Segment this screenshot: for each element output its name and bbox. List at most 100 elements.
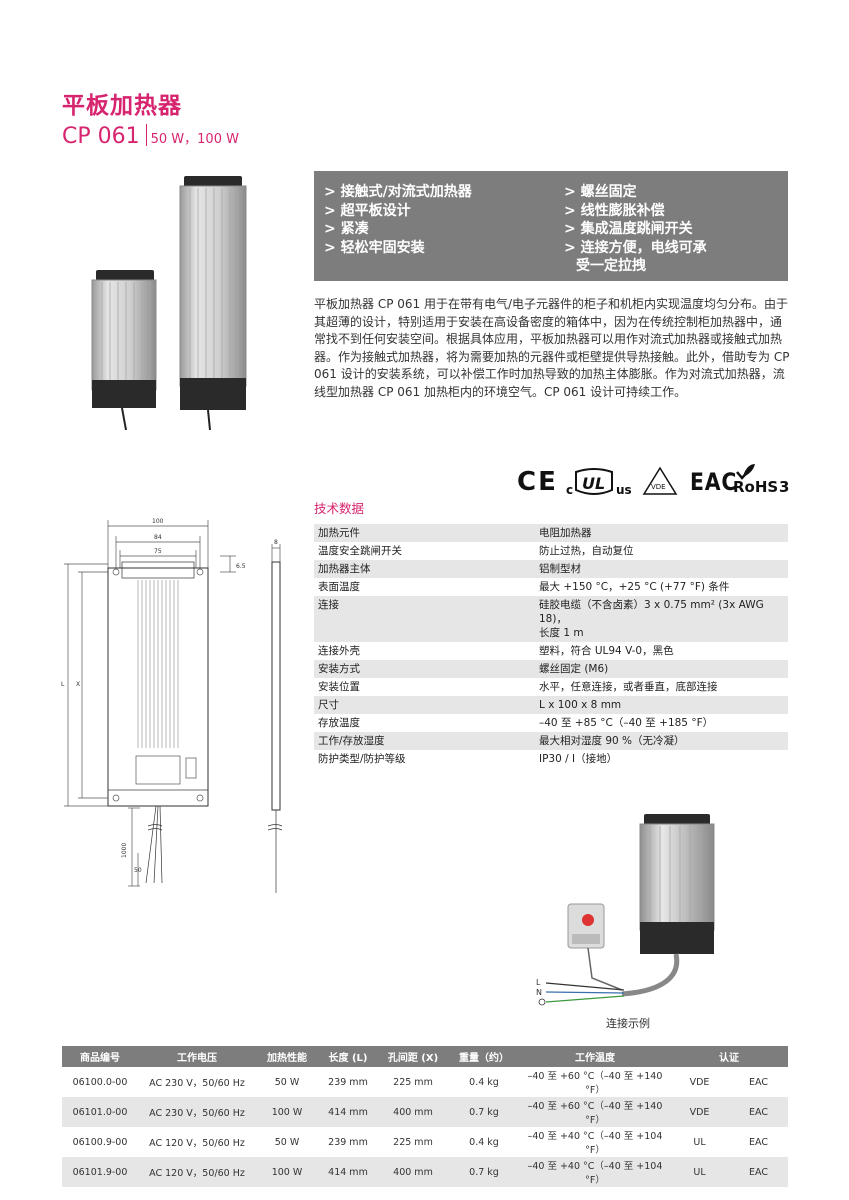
spec-key: 温度安全跳闸开关: [318, 545, 402, 557]
cell: AC 230 V，50/60 Hz: [149, 1108, 245, 1119]
feature-list-right: > 螺丝固定 > 线性膨胀补偿 > 集成温度跳闸开关 > 连接方便，电线可承 受…: [564, 183, 707, 276]
cell: EAC: [749, 1166, 768, 1178]
spec-value: 螺丝固定 (M6): [539, 663, 609, 675]
cell: 225 mm: [393, 1076, 433, 1088]
cell: UL: [693, 1136, 706, 1148]
spec-value-line: 硅胶电缆（不含卤素）3 x 0.75 mm² (3x AWG 18)，: [539, 599, 764, 625]
spec-key: 连接: [318, 599, 339, 611]
spec-key: 加热器主体: [318, 563, 371, 575]
cell: 50 W: [274, 1076, 300, 1088]
cell: 239 mm: [328, 1136, 368, 1148]
dim-width-100: 100: [152, 518, 164, 525]
cell: 0.7 kg: [469, 1166, 499, 1178]
column-header: 重量（约）: [448, 1046, 520, 1067]
cell: 100 W: [271, 1166, 303, 1178]
ground-icon: [538, 998, 546, 1006]
svg-text:us: us: [616, 483, 632, 497]
wire-label-L: L: [536, 978, 541, 987]
feature-item: > 接触式/对流式加热器: [324, 184, 472, 200]
cell: VDE: [689, 1106, 710, 1118]
product-photo: [91, 176, 247, 431]
svg-text:c: c: [566, 483, 573, 497]
spec-value: 硅胶电缆（不含卤素）3 x 0.75 mm² (3x AWG 18)，长度 1 …: [535, 596, 788, 642]
cell: VDE: [689, 1076, 710, 1088]
feature-item: > 紧凑: [324, 221, 369, 237]
table-row: 存放温度–40 至 +85 °C（–40 至 +185 °F）: [314, 714, 788, 732]
feature-item: > 连接方便，电线可承: [564, 239, 707, 256]
feature-item: > 螺丝固定: [564, 184, 637, 200]
column-header: 认证: [670, 1046, 788, 1067]
dim-width-75: 75: [154, 548, 162, 555]
technical-drawing: 100 84 75 6.5 8 L X 1000 50: [61, 518, 283, 893]
rohs-label: RoHS: [733, 478, 779, 496]
spec-value: 防止过热，自动复位: [539, 545, 634, 557]
spec-key: 加热元件: [318, 527, 360, 539]
spec-key: 尺寸: [318, 699, 339, 711]
spec-value: IP30 / I（接地）: [539, 753, 618, 765]
dim-cable-1000: 1000: [121, 843, 128, 858]
cell: 06100.0-00: [72, 1076, 128, 1088]
feature-item: > 超平板设计: [324, 202, 411, 219]
table-row: 工作/存放湿度最大相对湿度 90 %（无冷凝）: [314, 732, 788, 750]
table-row: 安装位置 水平，任意连接，或者垂直，底部连接: [314, 678, 788, 696]
spec-key: 连接外壳: [318, 645, 360, 657]
spec-key: 工作/存放湿度: [318, 735, 385, 747]
order-table: 商品编号 工作电压 加热性能 长度 (L) 孔间距 (X) 重量（约） 工作温度…: [62, 1046, 788, 1187]
spec-key: 安装位置: [318, 681, 360, 693]
page-title: 平板加热器: [62, 93, 182, 119]
column-header: 工作电压: [138, 1046, 256, 1067]
cell: AC 120 V，50/60 Hz: [149, 1138, 245, 1149]
spec-key: 表面温度: [318, 581, 360, 593]
cell: 414 mm: [328, 1166, 368, 1178]
cell: 06100.9-00: [72, 1136, 128, 1148]
wiring-caption: 连接示例: [606, 1017, 650, 1030]
column-header: 加热性能: [256, 1046, 318, 1067]
ul-mark-icon: c us UL: [566, 468, 636, 498]
spec-value: 铝制型材: [539, 563, 581, 575]
table-row: 温度安全跳闸开关 防止过热，自动复位: [314, 542, 788, 560]
feature-item: > 线性膨胀补偿: [564, 202, 665, 219]
feature-list-left: > 接触式/对流式加热器 > 超平板设计 > 紧凑 > 轻松牢固安装: [324, 183, 472, 257]
feature-item: > 集成温度跳闸开关: [564, 221, 693, 237]
order-header-row: 商品编号 工作电压 加热性能 长度 (L) 孔间距 (X) 重量（约） 工作温度…: [62, 1046, 788, 1067]
spec-value: –40 至 +85 °C（–40 至 +185 °F）: [539, 717, 714, 729]
cell: AC 120 V，50/60 Hz: [149, 1168, 245, 1179]
cell: 239 mm: [328, 1076, 368, 1088]
cell: EAC: [749, 1106, 768, 1118]
cell: 400 mm: [393, 1106, 433, 1118]
ce-mark-icon: CE: [517, 467, 558, 497]
column-header: 长度 (L): [318, 1046, 378, 1067]
column-header: 孔间距 (X): [378, 1046, 448, 1067]
spec-value: 水平，任意连接，或者垂直，底部连接: [539, 681, 718, 693]
cell: 100 W: [271, 1106, 303, 1118]
table-row: 防护类型/防护等级 IP30 / I（接地）: [314, 750, 788, 768]
rohs-mark-icon: RoHS 3: [733, 462, 789, 502]
vde-mark-icon: VDE: [642, 466, 678, 502]
eac-mark-icon: EAC: [690, 468, 738, 496]
wire-label-N: N: [536, 988, 542, 997]
table-row: 安装方式 螺丝固定 (M6): [314, 660, 788, 678]
cell: 50 W: [274, 1136, 300, 1148]
cell: –40 至 +40 °C（–40 至 +104 °F）: [527, 1131, 663, 1156]
model-name: CP 061: [62, 124, 140, 149]
column-header: 商品编号: [62, 1046, 138, 1067]
table-row: 连接外壳 塑料，符合 UL94 V-0，黑色: [314, 642, 788, 660]
vde-label: VDE: [651, 483, 666, 491]
spec-key: 防护类型/防护等级: [318, 753, 406, 765]
cell: –40 至 +60 °C（–40 至 +140 °F）: [527, 1101, 663, 1126]
spec-value: 塑料，符合 UL94 V-0，黑色: [539, 645, 674, 657]
cell: UL: [693, 1166, 706, 1178]
dim-hole-X: X: [76, 681, 80, 688]
table-row: 表面温度最大 +150 °C，+25 °C (+77 °F) 条件: [314, 578, 788, 596]
table-row: 加热元件电阻加热器: [314, 524, 788, 542]
cell: EAC: [749, 1076, 768, 1088]
cell: 06101.9-00: [72, 1166, 128, 1178]
spec-key: 安装方式: [318, 663, 360, 675]
dim-65: 6.5: [236, 563, 246, 570]
dim-50: 50: [134, 867, 142, 874]
wiring-illustration: L N: [536, 814, 715, 1006]
cell: 400 mm: [393, 1166, 433, 1178]
